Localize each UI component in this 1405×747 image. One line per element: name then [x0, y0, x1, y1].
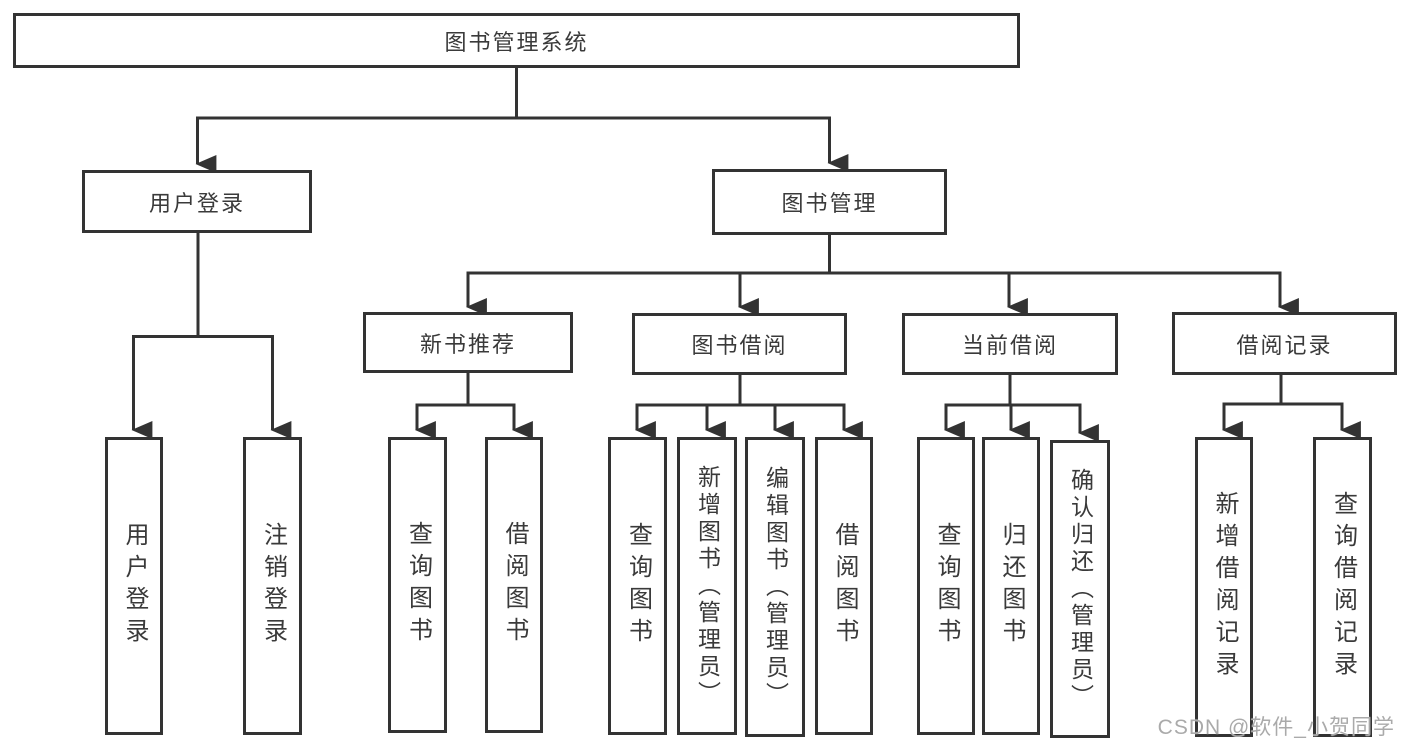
leaf-borrow-books-recommend-label: 借阅图书 [501, 521, 528, 649]
node-user-login: 用户登录 [82, 170, 312, 233]
node-current-borrowing: 当前借阅 [902, 313, 1118, 375]
leaf-query-books-current: 查询图书 [917, 437, 975, 735]
leaf-query-books-recommend: 查询图书 [388, 437, 447, 733]
leaf-logout-label: 注销登录 [259, 522, 287, 650]
node-book-borrowing: 图书借阅 [632, 313, 847, 375]
leaf-return-books: 归还图书 [982, 437, 1040, 735]
leaf-add-books-admin-label: 新增图书（管理员） [694, 464, 721, 708]
node-borrowing-records: 借阅记录 [1172, 312, 1397, 375]
leaf-query-books-borrowing: 查询图书 [608, 437, 667, 735]
leaf-add-borrow-record-label: 新增借阅记录 [1211, 491, 1238, 683]
leaf-edit-books-admin: 编辑图书（管理员） [745, 437, 805, 737]
leaf-confirm-return-admin: 确认归还（管理员） [1050, 440, 1110, 738]
leaf-borrow-books-borrowing-label: 借阅图书 [831, 522, 858, 650]
leaf-user-login-label: 用户登录 [121, 522, 148, 650]
node-new-book-recommendation: 新书推荐 [363, 312, 573, 373]
leaf-query-borrow-record-label: 查询借阅记录 [1329, 491, 1357, 683]
leaf-add-borrow-record: 新增借阅记录 [1195, 437, 1253, 737]
node-library-management-system: 图书管理系统 [13, 13, 1020, 68]
leaf-return-books-label: 归还图书 [998, 522, 1025, 650]
leaf-borrow-books-borrowing: 借阅图书 [815, 437, 873, 735]
leaf-confirm-return-admin-label: 确认归还（管理员） [1067, 467, 1094, 711]
leaf-borrow-books-recommend: 借阅图书 [485, 437, 543, 733]
leaf-user-login: 用户登录 [105, 437, 163, 735]
leaf-logout: 注销登录 [243, 437, 302, 735]
leaf-edit-books-admin-label: 编辑图书（管理员） [762, 465, 789, 709]
leaf-query-books-current-label: 查询图书 [933, 522, 960, 650]
leaf-query-books-recommend-label: 查询图书 [404, 521, 432, 649]
node-book-management: 图书管理 [712, 169, 947, 235]
leaf-query-borrow-record: 查询借阅记录 [1313, 437, 1372, 737]
leaf-query-books-borrowing-label: 查询图书 [624, 522, 652, 650]
leaf-add-books-admin: 新增图书（管理员） [677, 437, 737, 735]
csdn-watermark: CSDN @软件_小贺同学 [1157, 716, 1395, 739]
